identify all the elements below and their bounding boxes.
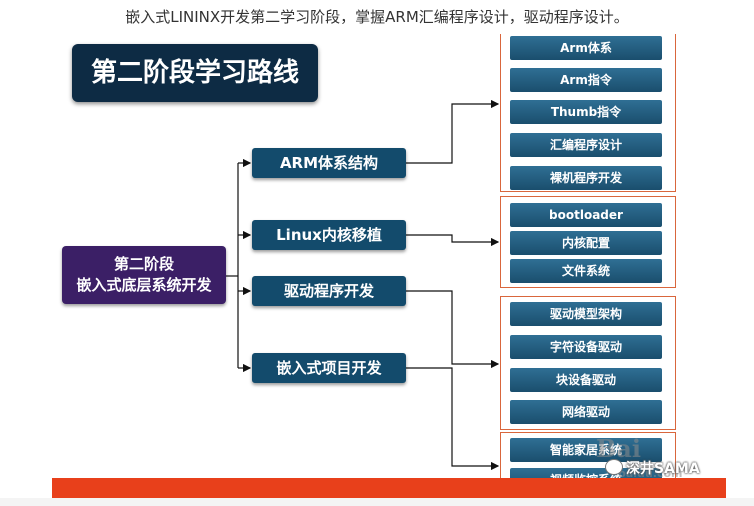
leaf-block-driver: 块设备驱动	[510, 368, 662, 392]
leaf-filesystem: 文件系统	[510, 259, 662, 283]
branch-project: 嵌入式项目开发	[252, 353, 406, 383]
leaf-thumb-instructions: Thumb指令	[510, 100, 662, 124]
leaf-arm-instructions: Arm指令	[510, 68, 662, 92]
arrow-to-group-1	[406, 99, 500, 164]
article-caption: 嵌入式LININX开发第二学习阶段，掌握ARM汇编程序设计，驱动程序设计。	[125, 8, 629, 26]
arrow-to-group-4	[406, 367, 500, 471]
leaf-driver-model: 驱动模型架构	[510, 302, 662, 326]
slide: 第二阶段学习路线 第二阶段 嵌入式底层系统开发 ARM体系结构 Linux内核移…	[52, 34, 726, 498]
leaf-bare-metal: 裸机程序开发	[510, 166, 662, 190]
arrow-to-group-2	[406, 234, 500, 247]
root-node: 第二阶段 嵌入式底层系统开发	[62, 246, 226, 304]
leaf-kernel-config: 内核配置	[510, 231, 662, 255]
page-bottom-strip	[0, 498, 754, 506]
leaf-smart-home: 智能家居系统	[510, 438, 662, 462]
slide-footer-bar	[52, 478, 726, 498]
wechat-icon	[605, 459, 623, 475]
root-node-line-1: 第二阶段	[113, 255, 174, 273]
leaf-char-driver: 字符设备驱动	[510, 335, 662, 359]
leaf-net-driver: 网络驱动	[510, 400, 662, 424]
leaf-arm-arch: Arm体系	[510, 36, 662, 60]
arrow-to-group-3	[406, 290, 500, 369]
branch-linux-kernel: Linux内核移植	[252, 220, 406, 250]
connector-lines	[226, 99, 500, 471]
leaf-bootloader: bootloader	[510, 203, 662, 227]
branch-driver: 驱动程序开发	[252, 276, 406, 306]
branch-arm: ARM体系结构	[252, 148, 406, 178]
account-watermark: 深井SAMA	[626, 461, 700, 477]
leaf-assembly: 汇编程序设计	[510, 133, 662, 157]
root-node-line-2: 嵌入式底层系统开发	[76, 276, 212, 294]
slide-title: 第二阶段学习路线	[72, 44, 318, 102]
